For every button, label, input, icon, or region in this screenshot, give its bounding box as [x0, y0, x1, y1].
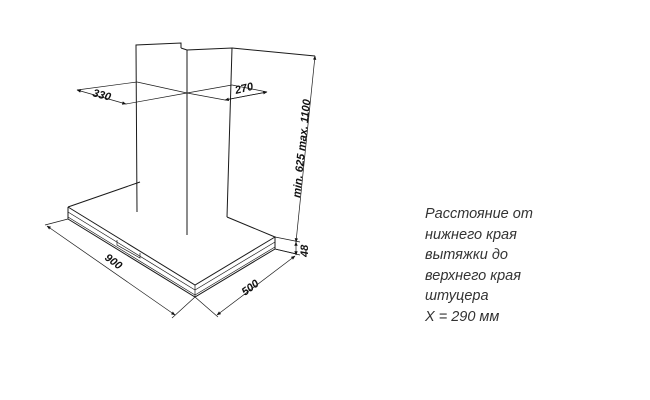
- dimension-label-height: min. 625 max. 1100: [291, 98, 313, 198]
- dimension-label-270: 270: [233, 81, 256, 98]
- chimney: [135, 42, 316, 235]
- note-line: Расстояние от: [425, 206, 533, 222]
- dimension-label-900: 900: [102, 252, 125, 273]
- note-line: верхнего края: [425, 267, 521, 284]
- note-line: X = 290 мм: [425, 308, 500, 325]
- note-line: штуцера: [425, 288, 489, 304]
- chimney-cross-section-dimensions: [76, 81, 268, 105]
- dimension-lines: [44, 55, 317, 319]
- installation-note: Расстояние от нижнего края вытяжки до ве…: [425, 204, 533, 327]
- hood-body: [67, 181, 277, 298]
- dimension-label-330: 330: [91, 87, 113, 104]
- note-line: нижнего края: [425, 226, 517, 243]
- note-line: вытяжки до: [425, 247, 508, 263]
- dimension-label-48: 48: [299, 244, 311, 258]
